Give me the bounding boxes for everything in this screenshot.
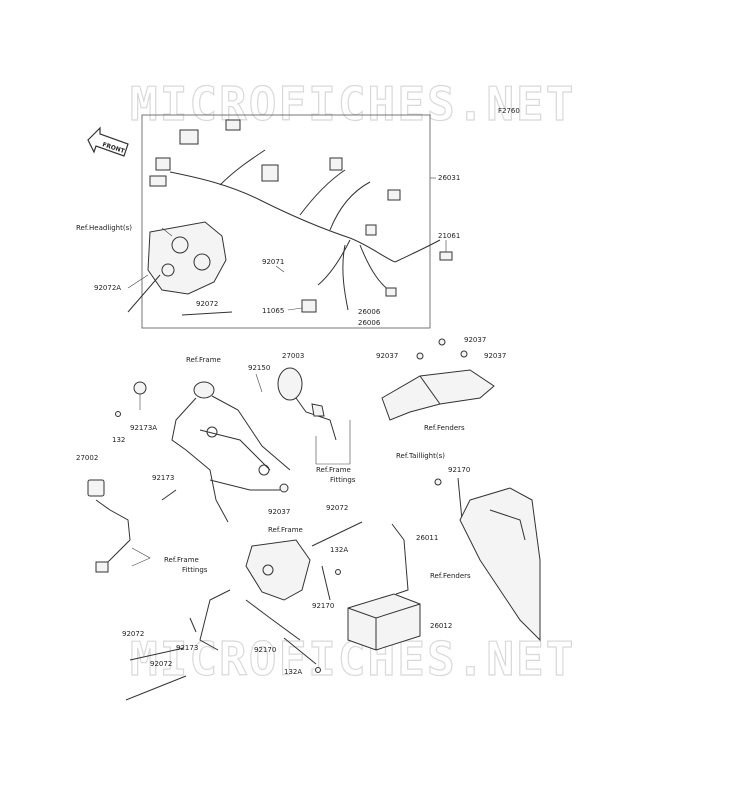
label-92072a: 92072A bbox=[94, 284, 121, 292]
battery-26012 bbox=[347, 593, 421, 651]
label-26006-b: 26006 bbox=[358, 319, 381, 327]
label-27002: 27002 bbox=[76, 454, 98, 462]
label-ref-frame-fittings-2b: Fittings bbox=[182, 566, 208, 574]
front-arrow-icon: FRONT bbox=[87, 126, 129, 157]
label-26011: 26011 bbox=[416, 534, 438, 542]
label-92071: 92071 bbox=[262, 258, 284, 266]
label-92037-right: 92037 bbox=[484, 352, 506, 360]
part-92072-tie-top bbox=[181, 311, 233, 316]
label-ref-frame-fittings-1b: Fittings bbox=[330, 476, 356, 484]
label-21061: 21061 bbox=[438, 232, 460, 240]
harness-callout-box bbox=[141, 114, 431, 329]
part-92037-right bbox=[460, 350, 468, 358]
label-92072-low2: 92072 bbox=[150, 660, 172, 668]
part-132a-mid bbox=[335, 569, 341, 575]
label-92173a: 92173A bbox=[130, 424, 157, 432]
label-ref-headlight: Ref.Headlight(s) bbox=[76, 224, 132, 232]
label-27003: 27003 bbox=[282, 352, 304, 360]
horn-27003 bbox=[277, 367, 337, 441]
label-11065: 11065 bbox=[262, 307, 284, 315]
label-92037-left: 92037 bbox=[376, 352, 398, 360]
label-26012: 26012 bbox=[430, 622, 452, 630]
part-bolt-taillight bbox=[434, 478, 442, 486]
label-ref-taillight: Ref.Taillight(s) bbox=[396, 452, 445, 460]
label-92170-low: 92170 bbox=[254, 646, 276, 654]
label-92173-mid: 92173 bbox=[152, 474, 174, 482]
frame-main bbox=[171, 381, 291, 523]
label-132a-low: 132A bbox=[284, 668, 302, 676]
part-92173-low bbox=[189, 617, 197, 633]
label-26031: 26031 bbox=[438, 174, 460, 182]
label-92037-top: 92037 bbox=[464, 336, 486, 344]
label-132: 132 bbox=[112, 436, 125, 444]
label-92170-top: 92170 bbox=[448, 466, 470, 474]
label-92072-mid: 92072 bbox=[326, 504, 348, 512]
part-92037-left bbox=[416, 352, 424, 360]
headlight-bracket bbox=[147, 221, 227, 295]
part-26011-strap bbox=[391, 523, 409, 595]
part-92072-tie-mid bbox=[311, 521, 363, 547]
frame-lower bbox=[199, 539, 311, 651]
part-92170-top bbox=[457, 477, 463, 521]
diagram-code: F2760 bbox=[498, 107, 520, 115]
label-ref-frame-fittings-2a: Ref.Frame bbox=[164, 556, 199, 564]
label-92037-mid: 92037 bbox=[268, 508, 290, 516]
part-92072-tie-low1 bbox=[129, 647, 185, 661]
part-92173-mid bbox=[161, 489, 177, 501]
label-26006-a: 26006 bbox=[358, 308, 381, 316]
label-92072-low1: 92072 bbox=[122, 630, 144, 638]
fender-rear bbox=[459, 487, 541, 642]
label-ref-frame-fittings-1a: Ref.Frame bbox=[316, 466, 351, 474]
label-92072-top: 92072 bbox=[196, 300, 218, 308]
part-132-bolt bbox=[115, 411, 121, 417]
wiring-harness bbox=[149, 119, 441, 313]
label-ref-frame-mid: Ref.Frame bbox=[268, 526, 303, 534]
part-92170-mid bbox=[321, 565, 331, 601]
part-92037-mid bbox=[279, 483, 289, 493]
label-ref-fenders-bottom: Ref.Fenders bbox=[430, 572, 471, 580]
part-92072a-tie bbox=[127, 274, 161, 313]
watermark-top: MICROFICHES.NET bbox=[130, 77, 575, 131]
part-132a-low bbox=[315, 667, 321, 673]
label-ref-frame-top: Ref.Frame bbox=[186, 356, 221, 364]
label-92170-mid: 92170 bbox=[312, 602, 334, 610]
relay-27002 bbox=[87, 479, 131, 573]
part-92072-tie-low2 bbox=[125, 675, 187, 701]
label-ref-fenders-top: Ref.Fenders bbox=[424, 424, 465, 432]
part-92037-top bbox=[438, 338, 446, 346]
part-92173a-clamp bbox=[133, 381, 147, 395]
fender-upper bbox=[381, 369, 495, 421]
label-132a-mid: 132A bbox=[330, 546, 348, 554]
label-92173-low: 92173 bbox=[176, 644, 198, 652]
part-21061-fuse bbox=[439, 251, 453, 261]
part-92170-low bbox=[283, 637, 317, 665]
label-92150: 92150 bbox=[248, 364, 270, 372]
